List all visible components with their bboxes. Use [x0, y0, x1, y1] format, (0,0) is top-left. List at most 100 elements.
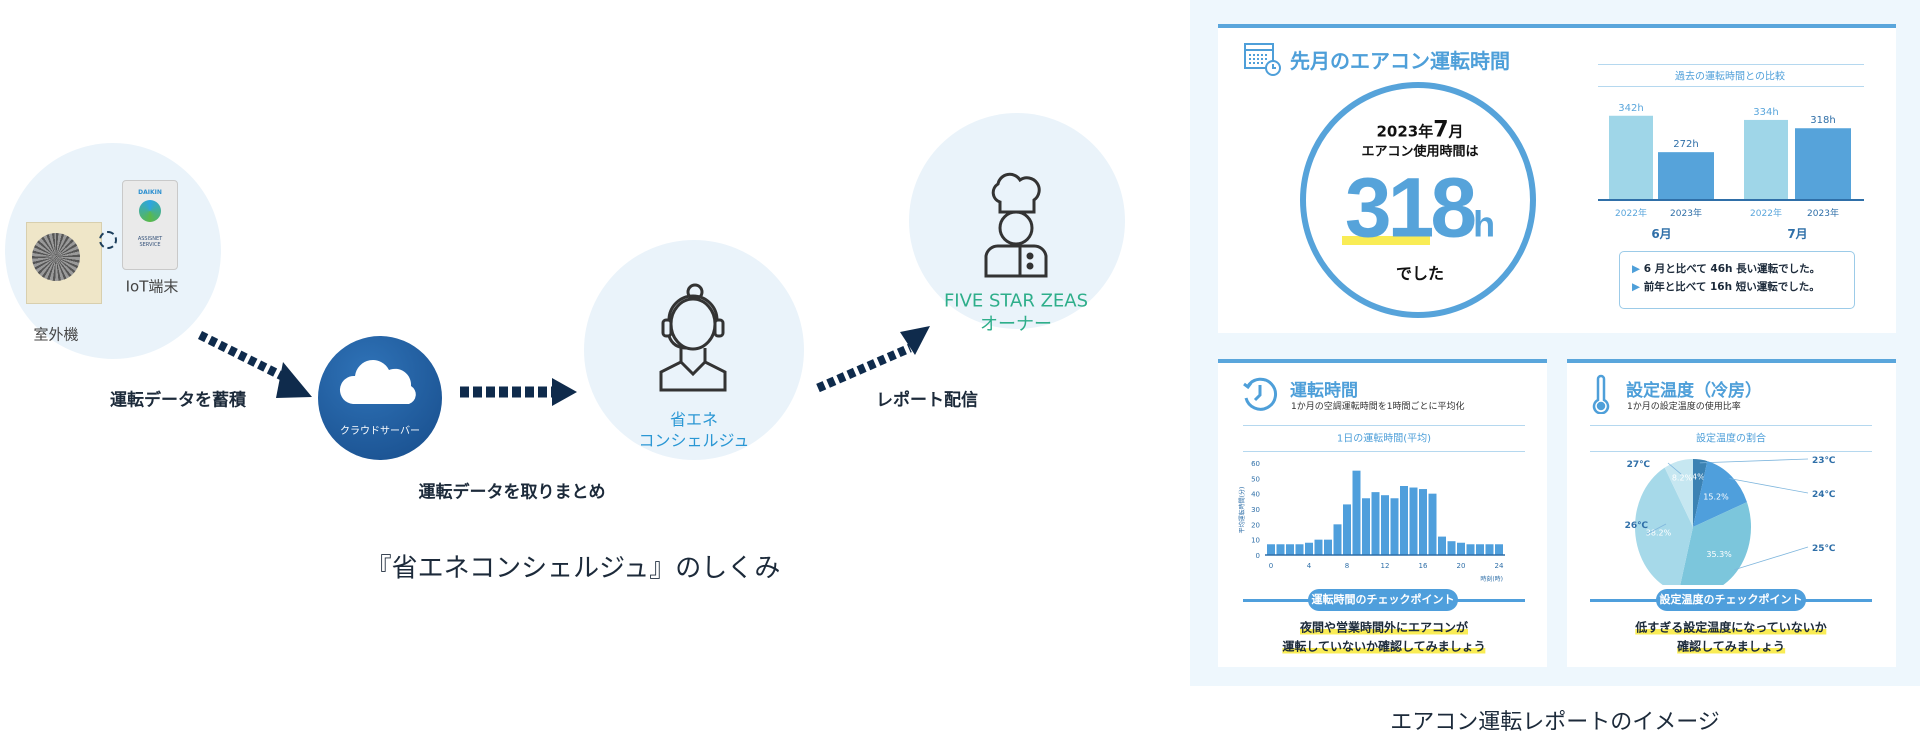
cloud-label: クラウドサーバー: [340, 426, 420, 437]
usage-underline: [1342, 236, 1430, 245]
comparison-divider-top: [1598, 64, 1864, 65]
triangle-icon: ▶: [1632, 281, 1644, 293]
pie-slice: [1693, 461, 1747, 527]
hourly-divider-bottom: [1243, 451, 1525, 452]
bar-year-label: 2022年: [1750, 207, 1782, 219]
pie-percent-label: 38.2%: [1646, 528, 1672, 537]
x-tick-label: 16: [1419, 562, 1428, 570]
x-tick-label: 0: [1269, 562, 1273, 570]
histogram-bar: [1381, 495, 1389, 555]
arrow-label-aggregate: 運転データを取りまとめ: [418, 482, 606, 503]
temperature-checkpoint-text-2: 確認してみましょう: [1677, 639, 1785, 654]
x-tick-label: 20: [1457, 562, 1466, 570]
bullet-1: ▶ 6 月と比べて 46h 長い運転でした。: [1632, 260, 1854, 278]
arrow-to-concierge: [460, 378, 577, 406]
comparison-bar: [1609, 115, 1653, 200]
x-tick-label: 4: [1307, 562, 1312, 570]
x-tick-label: 24: [1495, 562, 1504, 570]
cloud-server-node: クラウドサーバー: [318, 336, 442, 460]
owner-label-2: オーナー: [980, 314, 1052, 335]
iot-brand: DAIKIN: [138, 189, 162, 196]
pie-percent-label: 35.3%: [1706, 550, 1732, 559]
temperature-title: 設定温度（冷房）: [1626, 381, 1762, 401]
y-axis-label: 平均運転時間(分): [1238, 487, 1246, 534]
temperature-checkpoint-line-2: 確認してみましょう: [1677, 638, 1785, 655]
comparison-divider-bottom: [1598, 86, 1864, 87]
temperature-checkpoint-text-1: 低すぎる設定温度になっていないか: [1635, 620, 1827, 635]
histogram-bar: [1438, 536, 1446, 555]
iot-device-image: DAIKIN ASSISNET SERVICE: [122, 180, 178, 270]
hourly-checkpoint-text-2: 運転していないか確認してみましょう: [1282, 639, 1486, 654]
hourly-divider-top: [1243, 425, 1525, 426]
bar-value-label: 318h: [1810, 115, 1835, 126]
bar-value-label: 334h: [1753, 107, 1778, 118]
usage-month-number: 7: [1433, 117, 1449, 143]
comparison-bar: [1744, 119, 1788, 200]
histogram-bar: [1428, 493, 1437, 555]
usage-circle: [1300, 82, 1536, 318]
usage-hours: 318h: [1345, 160, 1495, 257]
histogram-bar: [1447, 541, 1456, 555]
temperature-divider-top: [1590, 425, 1872, 426]
triangle-icon: ▶: [1632, 263, 1644, 275]
calendar-clock-icon: [1244, 43, 1281, 76]
y-tick-label: 10: [1251, 537, 1260, 545]
pie-category-label: 25℃: [1812, 544, 1836, 554]
arrows: [197, 326, 930, 406]
temperature-checkpoint-label: 設定温度のチェックポイント: [1656, 589, 1806, 611]
logo-icon: [139, 200, 161, 222]
arrow-label-report: レポート配信: [876, 390, 978, 411]
bullet-2: ▶ 前年と比べて 16h 短い運転でした。: [1632, 278, 1854, 296]
y-tick-label: 30: [1251, 506, 1260, 514]
pie-slice: [1693, 459, 1708, 527]
bar-month-label: 7月: [1787, 227, 1807, 241]
pie-leader-line: [1667, 462, 1682, 475]
hourly-chart-title: 1日の運転時間(平均): [1336, 433, 1432, 445]
histogram-bar: [1400, 486, 1408, 555]
hourly-checkpoint-label: 運転時間のチェックポイント: [1308, 589, 1458, 611]
histogram-bar: [1371, 492, 1380, 555]
pie-leader-line: [1646, 523, 1667, 535]
pie-percent-label: 4%: [1692, 472, 1705, 481]
usage-year: 2023年: [1376, 122, 1434, 141]
diagram-caption: 『省エネコンシェルジュ』のしくみ: [365, 553, 781, 584]
pie-leader-line: [1729, 478, 1809, 494]
concierge-label-1: 省エネ: [669, 410, 719, 429]
temperature-pie-chart: 4%23℃15.2%24℃35.3%25℃38.2%26℃8.2%27℃: [1625, 456, 1836, 585]
temperature-divider-bottom: [1590, 451, 1872, 452]
y-tick-label: 20: [1251, 521, 1260, 529]
concierge-icon: [659, 283, 727, 392]
outdoor-unit-image: [26, 222, 117, 304]
bar-year-label: 2023年: [1670, 207, 1702, 219]
bullet-1-text: 6 月と比べて 46h 長い運転でした。: [1643, 263, 1821, 275]
comparison-bar: [1795, 128, 1851, 200]
cloud-icon: [339, 360, 416, 404]
histogram-bar: [1314, 539, 1323, 555]
iot-label: IoT端末: [125, 277, 179, 296]
bullet-2-text: 前年と比べて 16h 短い運転でした。: [1643, 281, 1820, 293]
pie-category-label: 23℃: [1812, 456, 1836, 466]
comparison-bar: [1658, 152, 1714, 200]
x-tick-label: 8: [1345, 562, 1349, 570]
hourly-checkpoint-line-2: 運転していないか確認してみましょう: [1282, 638, 1486, 655]
pie-category-label: 27℃: [1627, 460, 1651, 470]
pie-category-label: 26℃: [1625, 521, 1649, 531]
histogram-bar: [1267, 544, 1275, 555]
usage-hours-value: 318: [1344, 160, 1477, 255]
bar-year-label: 2022年: [1615, 207, 1647, 219]
bar-value-label: 342h: [1618, 103, 1643, 114]
y-tick-label: 50: [1251, 475, 1260, 483]
arrow-to-owner: [816, 326, 930, 393]
concierge-label-2: コンシェルジュ: [638, 431, 750, 450]
owner-label-1: FIVE STAR ZEAS: [943, 290, 1089, 312]
histogram-bar: [1295, 544, 1304, 555]
pie-percent-label: 15.2%: [1703, 492, 1729, 501]
outdoor-unit-label: 室外機: [33, 325, 79, 344]
pie-slice: [1635, 467, 1693, 585]
histogram-bar: [1390, 498, 1399, 555]
iot-device-text: ASSISNET SERVICE: [137, 236, 163, 248]
usage-label: エアコン使用時間は: [1361, 144, 1479, 160]
y-tick-label: 40: [1251, 491, 1260, 499]
